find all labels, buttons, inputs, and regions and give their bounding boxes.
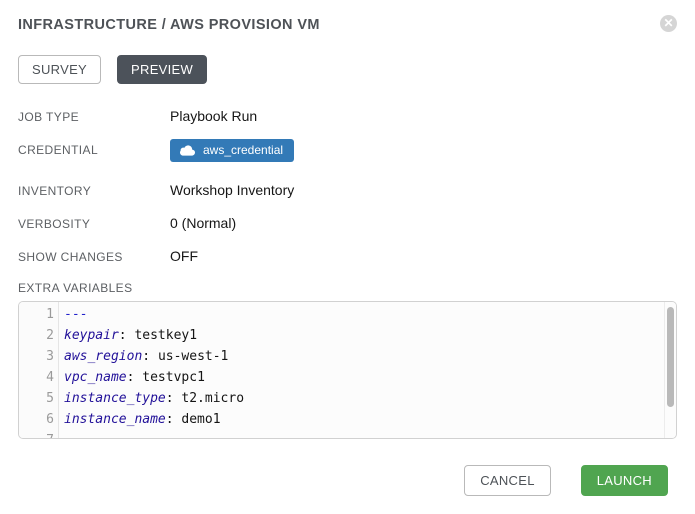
inventory-value: Workshop Inventory bbox=[170, 182, 295, 198]
verbosity-value: 0 (Normal) bbox=[170, 215, 237, 231]
yaml-key: keypair bbox=[64, 328, 119, 343]
code-line: 4 vpc_name: testvpc1 bbox=[19, 367, 676, 388]
credential-badge: aws_credential bbox=[170, 139, 295, 162]
line-number: 1 bbox=[46, 307, 54, 322]
modal-title: INFRASTRUCTURE / AWS PROVISION VM bbox=[18, 17, 320, 33]
code-line: 3 aws_region: us-west-1 bbox=[19, 346, 676, 367]
editor-scrollbar-thumb[interactable] bbox=[667, 307, 674, 407]
launch-button[interactable]: LAUNCH bbox=[580, 465, 668, 496]
credential-label: CREDENTIAL bbox=[18, 143, 99, 157]
cancel-button[interactable]: CANCEL bbox=[464, 465, 551, 496]
tab-bar: SURVEY PREVIEW bbox=[18, 55, 677, 84]
detail-row-show-changes: SHOW CHANGES OFF bbox=[18, 248, 677, 264]
show-changes-label: SHOW CHANGES bbox=[18, 250, 123, 264]
line-number: 6 bbox=[46, 412, 54, 427]
verbosity-label: VERBOSITY bbox=[18, 217, 91, 231]
inventory-label: INVENTORY bbox=[18, 184, 92, 198]
editor-scrollbar-track[interactable] bbox=[664, 302, 676, 438]
line-number: 5 bbox=[46, 391, 54, 406]
tab-preview[interactable]: PREVIEW bbox=[117, 55, 208, 84]
yaml-key: aws_region bbox=[64, 349, 143, 364]
code-line: 5 instance_type: t2.micro bbox=[19, 388, 676, 409]
detail-row-inventory: INVENTORY Workshop Inventory bbox=[18, 182, 677, 198]
yaml-value: us-west-1 bbox=[157, 349, 229, 364]
code-line: 6 instance_name: demo1 bbox=[19, 409, 676, 430]
close-icon[interactable]: ✕ bbox=[660, 15, 677, 32]
job-type-label: JOB TYPE bbox=[18, 110, 79, 124]
credential-badge-label: aws_credential bbox=[203, 143, 284, 157]
extra-variables-editor[interactable]: 1 --- 2 keypair: testkey1 3 aws_region: … bbox=[18, 301, 677, 439]
tab-survey[interactable]: SURVEY bbox=[18, 55, 102, 84]
yaml-key: vpc_name bbox=[64, 370, 127, 385]
job-type-value: Playbook Run bbox=[170, 108, 258, 124]
credential-value: aws_credential bbox=[170, 139, 295, 162]
yaml-key: instance_type bbox=[64, 391, 166, 406]
cloud-icon bbox=[180, 144, 195, 156]
line-number: 4 bbox=[46, 370, 54, 385]
yaml-key: instance_name bbox=[64, 412, 166, 427]
yaml-value: demo1 bbox=[181, 412, 221, 427]
line-number: 7 bbox=[19, 430, 54, 438]
modal-footer: CANCEL LAUNCH bbox=[18, 465, 677, 496]
extra-variables-label: EXTRA VARIABLES bbox=[18, 281, 133, 295]
editor-gutter bbox=[19, 302, 59, 438]
show-changes-value: OFF bbox=[170, 248, 198, 264]
detail-row-job-type: JOB TYPE Playbook Run bbox=[18, 108, 677, 124]
yaml-value: testkey1 bbox=[134, 328, 198, 343]
job-details: JOB TYPE Playbook Run CREDENTIAL aws_cre… bbox=[18, 108, 677, 264]
yaml-value: testvpc1 bbox=[142, 370, 205, 385]
yaml-value: t2.micro bbox=[181, 391, 245, 406]
line-number: 3 bbox=[46, 349, 54, 364]
yaml-doc-separator: --- bbox=[64, 307, 88, 322]
line-number: 2 bbox=[46, 328, 54, 343]
code-line: 1 --- bbox=[19, 304, 676, 325]
code-line: 7 bbox=[19, 430, 676, 438]
detail-row-credential: CREDENTIAL aws_credential bbox=[18, 139, 677, 162]
detail-row-verbosity: VERBOSITY 0 (Normal) bbox=[18, 215, 677, 231]
modal-header: INFRASTRUCTURE / AWS PROVISION VM ✕ bbox=[18, 15, 677, 33]
code-line: 2 keypair: testkey1 bbox=[19, 325, 676, 346]
editor-code: 1 --- 2 keypair: testkey1 3 aws_region: … bbox=[19, 302, 676, 438]
